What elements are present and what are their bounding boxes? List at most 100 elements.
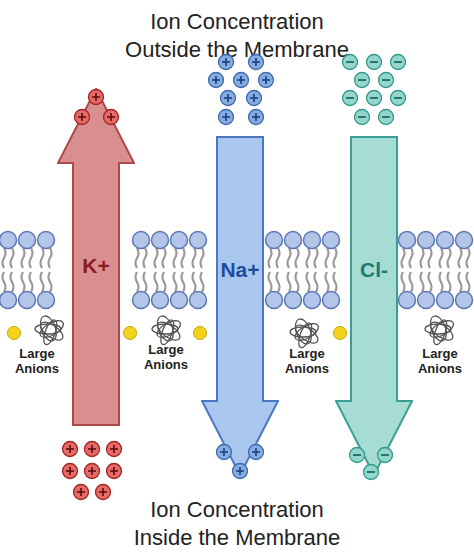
ion-circle [233,464,248,479]
lipid-tail [326,272,329,292]
ion-circle [221,91,236,106]
lipid-tail [193,248,196,268]
lipid-tail [269,248,272,268]
anion-tangle [292,320,321,343]
charge-sign [77,491,85,493]
anion-dot [8,327,21,340]
lipid-tail [459,248,462,268]
charge-sign [236,470,244,472]
charge-sign [92,96,100,98]
lipid-tail [136,248,139,268]
lipid-head [437,232,454,249]
charge-sign [99,491,107,493]
lipid-tail [402,248,405,268]
lipid-tail [174,248,177,268]
lipid-tail [334,272,337,292]
ion-circle [379,73,394,88]
lipid-tail [326,248,329,268]
lipid-head [418,292,435,309]
lipid-tail [163,272,166,292]
lipid-tail [3,248,6,268]
charge-sign [224,97,232,99]
lipid-tail [410,272,413,292]
anion-label: Large Anions [134,342,198,372]
ion-flow-arrow: K+ [57,88,135,426]
anion-dot [194,327,207,340]
lipid-head [285,292,302,309]
charge-sign [252,451,260,453]
charge-sign [394,97,402,99]
lipid-tail [193,272,196,292]
lipid-head [171,292,188,309]
ion-circle [219,55,234,70]
lipid-tail [49,248,52,268]
lipid-tail [421,272,424,292]
ion-circle [379,110,394,125]
charge-sign [223,448,225,456]
lipid-head [133,232,150,249]
lipid-head [0,232,17,249]
ion-circle [85,442,100,457]
lipid-tail [467,272,470,292]
lipid-tail [467,248,470,268]
diagram-caption: Ion Concentration Inside the Membrane [124,496,350,552]
ion-circle [63,442,78,457]
lipid-head [38,232,55,249]
lipid-tail [277,248,280,268]
charge-sign [80,488,82,496]
lipid-head [0,292,17,309]
charge-sign [262,79,270,81]
ion-circle [259,73,274,88]
lipid-tail [30,272,33,292]
lipid-tail [410,248,413,268]
lipid-tail [155,248,158,268]
lipid-head [456,292,473,309]
lipid-head [399,232,416,249]
arrow-shape [335,136,413,476]
ion-circle [249,445,264,460]
charge-sign [69,445,71,453]
ion-circle [249,110,264,125]
ion-circle [367,91,382,106]
diagram-title: Ion Concentration Outside the Membrane [124,8,350,64]
ion-circle [367,55,382,70]
charge-sign [252,61,260,63]
lipid-head [190,232,207,249]
lipid-head [304,292,321,309]
charge-sign [110,113,112,121]
ion-symbol: Na+ [201,258,279,282]
ion-circle [350,448,365,463]
charge-sign [95,93,97,101]
charge-sign [113,467,115,475]
charge-sign [78,116,86,118]
lipid-head [152,232,169,249]
charge-sign [253,94,255,102]
charge-sign [110,448,118,450]
ion-symbol: K+ [57,254,135,278]
charge-sign [255,113,257,121]
charge-sign [225,58,227,66]
lipid-head [190,292,207,309]
lipid-tail [22,272,25,292]
anion-dot [334,327,347,340]
lipid-head [456,232,473,249]
lipid-tail [288,272,291,292]
lipid-tail [41,248,44,268]
charge-sign [252,116,260,118]
charge-sign [353,454,361,456]
charge-sign [110,470,118,472]
ion-circle [355,73,370,88]
lipid-tail [315,272,318,292]
anion-dot [124,327,137,340]
ion-circle [209,73,224,88]
charge-sign [367,471,375,473]
charge-sign [66,448,74,450]
lipid-tail [201,248,204,268]
charge-sign [88,448,96,450]
anion-label: Large Anions [408,346,472,376]
lipid-tail [288,248,291,268]
lipid-head [266,232,283,249]
ion-circle [391,55,406,70]
charge-sign [346,61,354,63]
